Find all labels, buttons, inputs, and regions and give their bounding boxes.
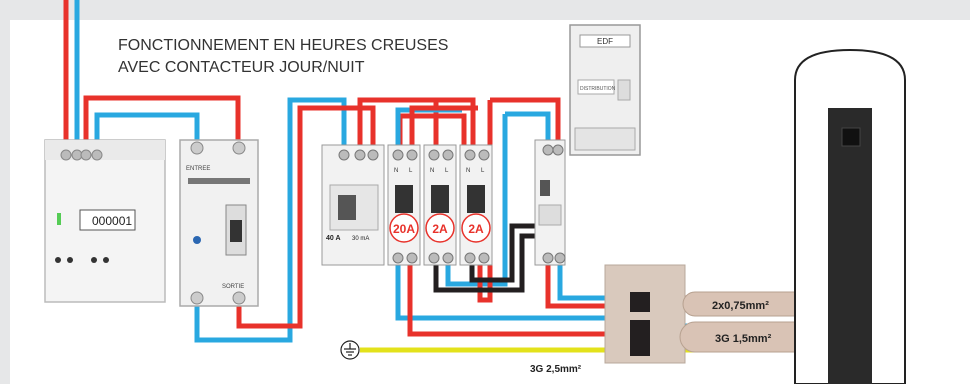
- day-night-contactor: ENTREE SORTIE: [179, 139, 259, 307]
- bus-phase: [357, 97, 476, 150]
- wire-out-phase-2: [407, 262, 650, 337]
- cable-small: 2x0,75mm²: [682, 291, 801, 317]
- wire-meter-phase: [83, 95, 241, 152]
- breaker-3-rating: 2A: [468, 222, 484, 236]
- svg-text:N: N: [466, 168, 470, 174]
- svg-text:N: N: [394, 168, 398, 174]
- cable-small-label: 2x0,75mm²: [712, 300, 769, 312]
- title-line-2: AVEC CONTACTEUR JOUR/NUIT: [118, 59, 365, 76]
- wire-out-neutral-2: [395, 262, 650, 321]
- cable-large: 3G 1,5mm²: [679, 321, 801, 353]
- terminal-block-2: [630, 320, 650, 356]
- wire-control-2: [469, 223, 548, 283]
- svg-text:L: L: [409, 168, 413, 174]
- earth-symbol: [340, 340, 360, 360]
- breaker-2-rating: 2A: [432, 222, 448, 236]
- edf-meter: EDF DISTRIBUTION: [569, 24, 641, 156]
- breaker-3: N L 2A: [459, 144, 493, 266]
- junction-box: [604, 264, 686, 364]
- svg-text:L: L: [481, 168, 485, 174]
- water-heater-panel: [828, 108, 872, 384]
- edf-display: DISTRIBUTION: [580, 86, 616, 92]
- main-breaker: 40 A 30 mA: [321, 144, 385, 266]
- wire-meter-neutral: [94, 112, 200, 152]
- wire-contactor-out-phase: [236, 105, 376, 329]
- main-breaker-rating: 40 A: [326, 235, 341, 242]
- water-heater: [794, 48, 906, 384]
- wire-control-1: [433, 233, 548, 293]
- breaker-1-rating: 20A: [393, 222, 415, 236]
- edf-logo: EDF: [597, 37, 613, 46]
- contactor-module: [534, 139, 566, 266]
- earth-cable-label: 3G 2,5mm²: [530, 364, 582, 375]
- breaker-2: N L 2A: [423, 144, 457, 266]
- svg-text:L: L: [445, 168, 449, 174]
- breaker-1: N L 20A: [387, 144, 421, 266]
- svg-text:N: N: [430, 168, 434, 174]
- meter-reading: 000001: [92, 214, 132, 228]
- main-breaker-sensitivity: 30 mA: [352, 236, 369, 242]
- terminal-block-1: [630, 292, 650, 312]
- energy-meter: 000001: [44, 139, 166, 303]
- contactor-bottom-label: SORTIE: [222, 284, 244, 290]
- title-line-1: FONCTIONNEMENT EN HEURES CREUSES: [118, 37, 448, 54]
- cable-large-label: 3G 1,5mm²: [715, 333, 772, 345]
- wire-to-contactor-jn: [490, 97, 561, 148]
- contactor-top-label: ENTREE: [186, 166, 210, 172]
